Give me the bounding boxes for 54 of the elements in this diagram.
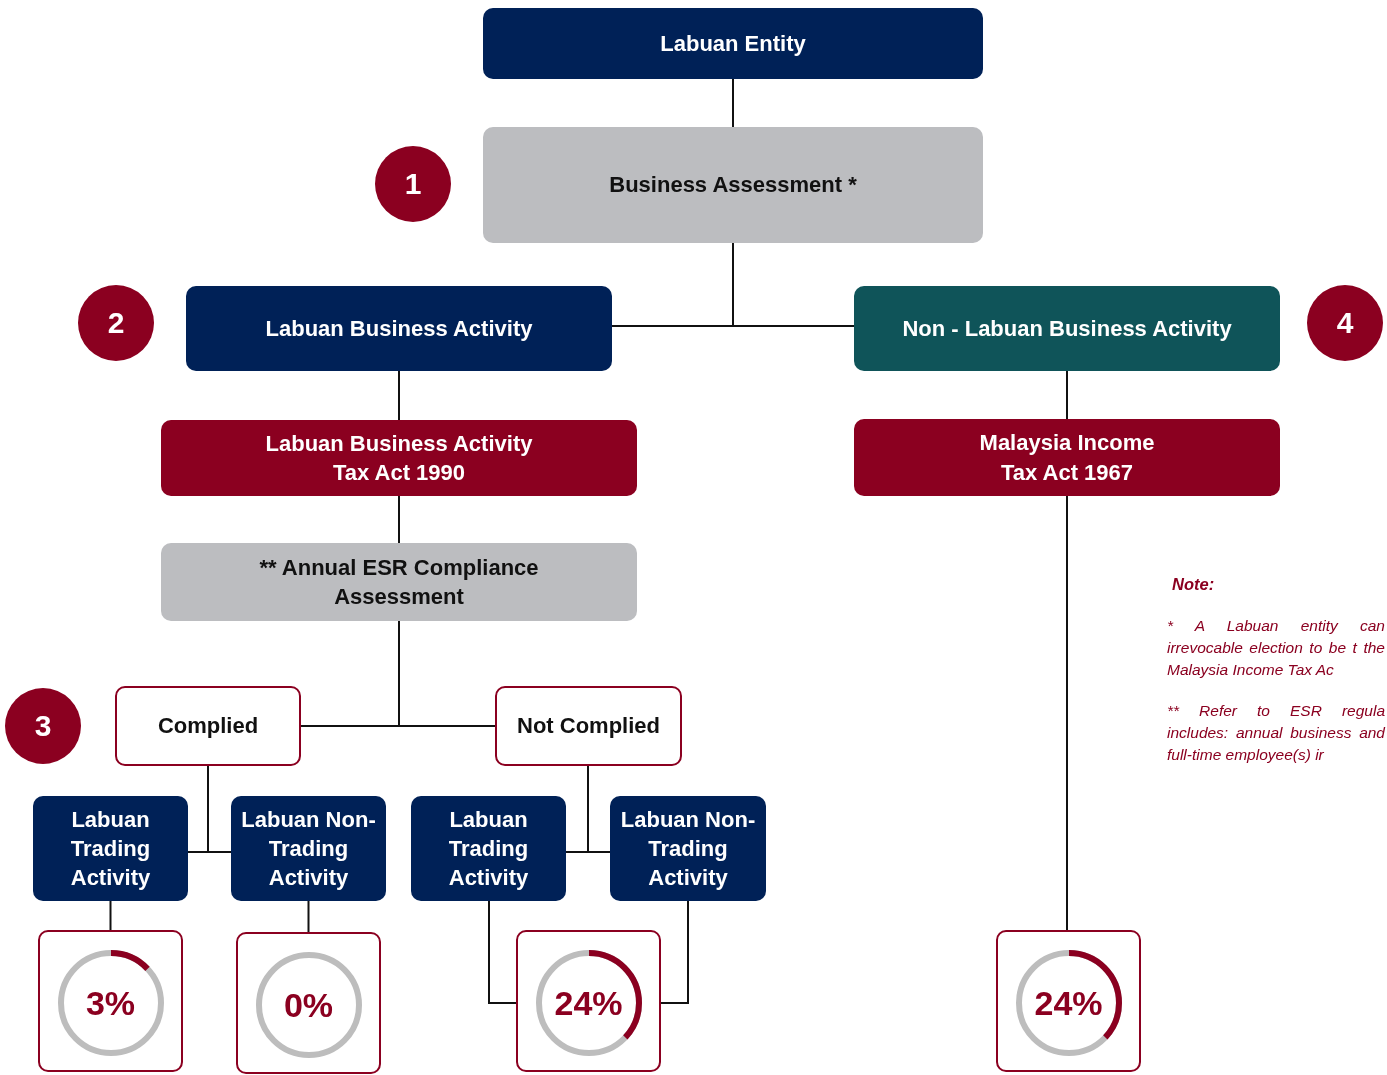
box-label: Non - Labuan Business Activity xyxy=(902,315,1232,343)
tax-rate: 0% xyxy=(283,985,334,1026)
connector-line xyxy=(398,370,400,421)
box-label: Labuan Non-Trading Activity xyxy=(619,805,757,892)
box-label: Not Complied xyxy=(517,712,660,741)
tax-rate-box xyxy=(236,932,381,1074)
connector-line xyxy=(488,900,517,1004)
connector-line xyxy=(1066,495,1068,931)
box-label: Labuan Trading Activity xyxy=(69,805,152,892)
connector-line xyxy=(732,242,855,327)
category-box xyxy=(186,286,612,371)
activity-box xyxy=(231,796,386,901)
connector-line xyxy=(307,900,310,933)
activity-box xyxy=(610,796,766,901)
box-label: Labuan Business Activity Tax Act 1990 xyxy=(264,429,534,487)
connector-line xyxy=(660,900,689,1004)
connector-line xyxy=(109,900,112,931)
note-text: ** Refer to ESR regula includes: annual business and full-time employee(s) ir xyxy=(1167,701,1385,765)
connector-line xyxy=(207,765,232,853)
law-box xyxy=(854,419,1280,496)
category-box xyxy=(854,286,1280,371)
step-number: 1 xyxy=(404,166,422,203)
connector-line xyxy=(398,495,400,544)
law-box xyxy=(161,420,637,496)
outcome-box xyxy=(115,686,301,766)
connector-line xyxy=(1066,370,1068,420)
activity-box xyxy=(33,796,188,901)
tax-rate-box xyxy=(516,930,661,1072)
title-box xyxy=(483,8,983,79)
box-label: Malaysia Income Tax Act 1967 xyxy=(978,429,1156,487)
box-label: Labuan Business Activity xyxy=(265,315,533,343)
note-text: * A Labuan entity can irrevocable election to be t the Malaysia Income Tax Ac xyxy=(1167,616,1385,680)
process-box xyxy=(161,543,637,621)
connector-line xyxy=(732,78,734,128)
box-label: Labuan Trading Activity xyxy=(447,805,530,892)
box-label: ** Annual ESR Compliance Assessment xyxy=(258,553,540,611)
box-label: Complied xyxy=(157,712,259,741)
connector-line xyxy=(398,620,496,727)
tax-rate-box xyxy=(38,930,183,1072)
tax-rate: 24% xyxy=(1034,983,1103,1024)
process-box xyxy=(483,127,983,243)
box-label: Business Assessment * xyxy=(609,171,857,200)
box-label: Labuan Non-Trading Activity xyxy=(240,805,377,892)
step-number: 4 xyxy=(1336,305,1354,342)
connector-line xyxy=(587,765,611,853)
activity-box xyxy=(411,796,566,901)
step-number: 2 xyxy=(107,305,125,342)
tax-rate: 3% xyxy=(85,983,136,1024)
tax-rate: 24% xyxy=(554,983,623,1024)
outcome-box xyxy=(495,686,682,766)
tax-rate-box xyxy=(996,930,1141,1072)
box-label: Labuan Entity xyxy=(660,30,806,58)
step-number: 3 xyxy=(34,708,52,745)
note-heading: Note: xyxy=(1172,574,1215,595)
